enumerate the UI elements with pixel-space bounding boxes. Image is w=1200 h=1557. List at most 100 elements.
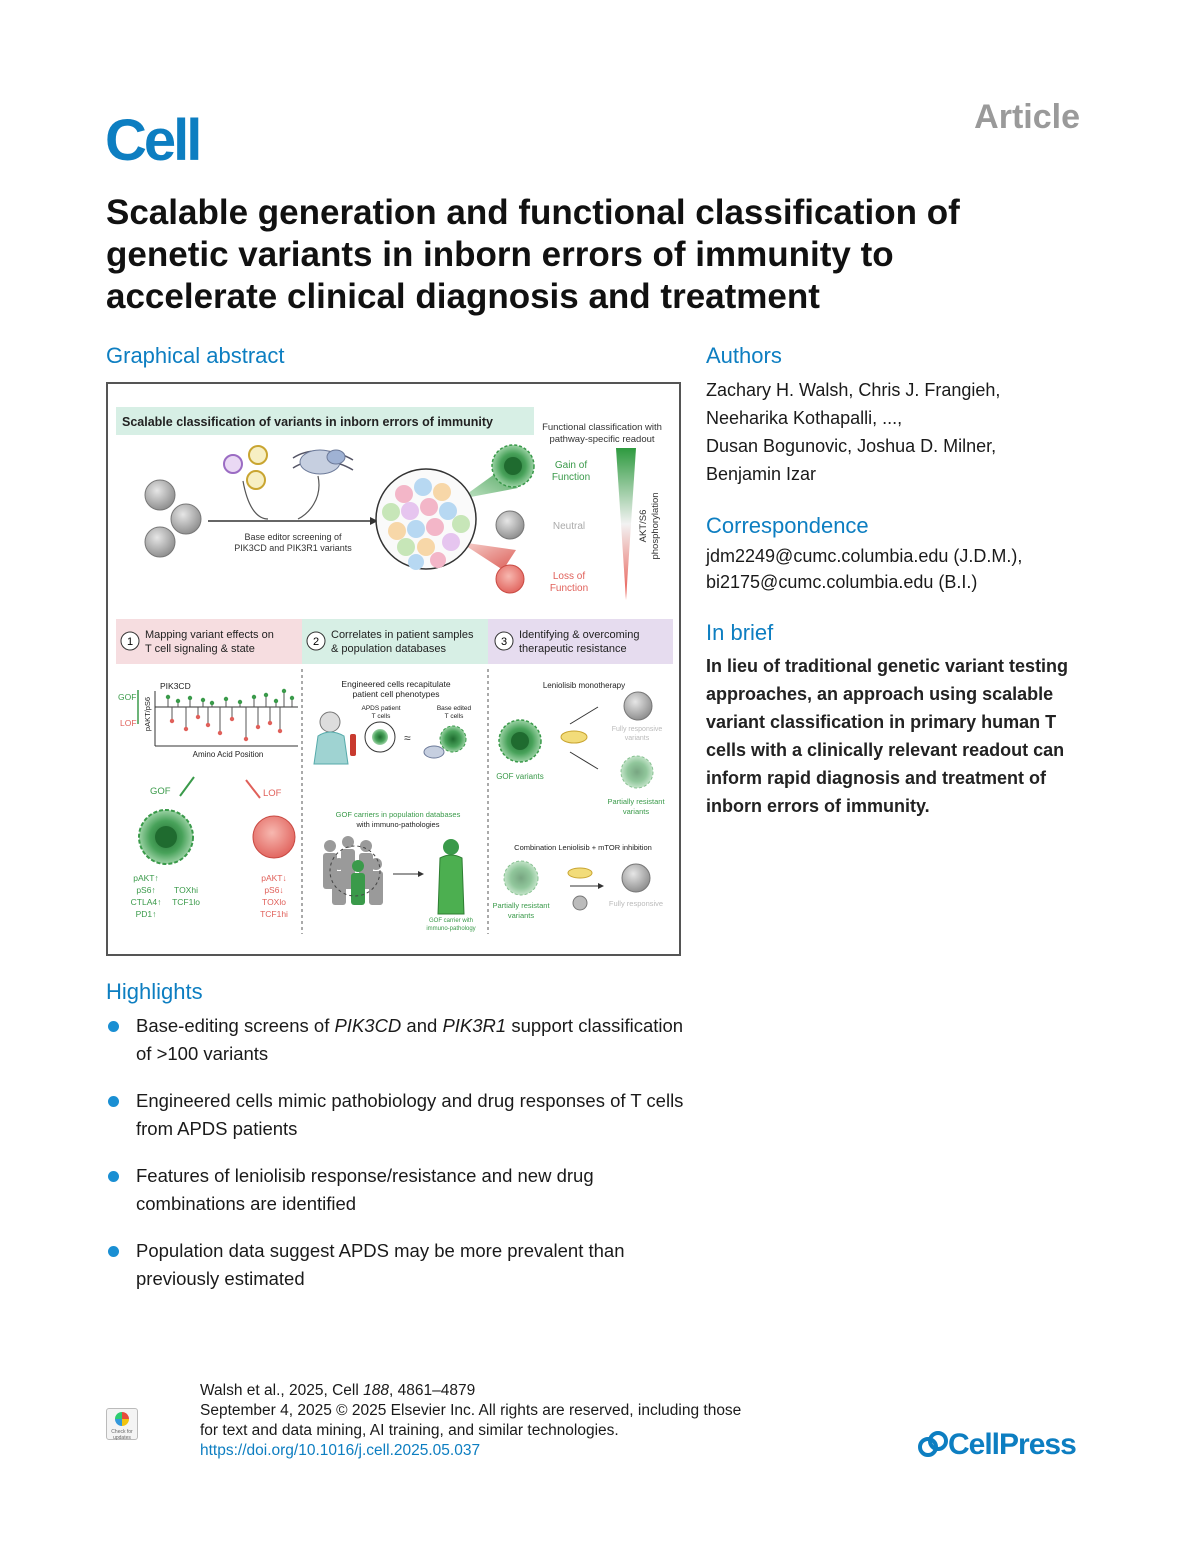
- citation-block: Walsh et al., 2025, Cell 188, 4861–4879 …: [200, 1381, 741, 1461]
- gof-variant-dot: [223, 696, 229, 702]
- gof-variant-dot: [237, 699, 243, 705]
- panel2-number-badge: [306, 631, 326, 651]
- unedited-t-cell: [144, 526, 176, 558]
- panel1-title: T cell signaling & state: [145, 643, 255, 655]
- p1-lof-cell: [252, 815, 296, 859]
- bullet-icon: [108, 1021, 119, 1032]
- p3-fully2-label: Fully responsive: [609, 899, 663, 908]
- gof-marker: CTLA4↑: [131, 897, 162, 907]
- panel3-number-badge: [494, 631, 514, 651]
- gof-cell-icon: [491, 444, 535, 488]
- panel1-number-badge: [120, 631, 140, 651]
- graphical-abstract-figure: Scalable classification of variants in i…: [106, 382, 681, 956]
- p2-carrier-label: GOF carrier with: [429, 918, 473, 924]
- email-link[interactable]: bi2175@cumc.columbia.edu (B.I.): [706, 572, 978, 592]
- panel1-number: 1: [127, 636, 133, 648]
- cellpress-logo: CellPress: [918, 1428, 1077, 1462]
- graphical-abstract-svg: Scalable classification of variants in i…: [116, 407, 673, 934]
- copyright-line: for text and data mining, AI training, a…: [200, 1422, 619, 1439]
- lof-variant-dot: [229, 716, 235, 722]
- p3-gof-cell: [498, 719, 542, 763]
- gof-label: Gain of: [555, 460, 587, 471]
- email-link[interactable]: jdm2249@cumc.columbia.edu (J.D.M.),: [706, 546, 1023, 566]
- p3-arrow-down: [569, 751, 599, 770]
- partially-resistant-cell: [620, 755, 654, 789]
- panel1-header-bg: [116, 619, 302, 664]
- base-editor-icon: [292, 449, 354, 475]
- lentivirus-icon: [223, 445, 268, 490]
- lof-variant-dot: [183, 726, 189, 732]
- lof-variant-dot: [255, 724, 261, 730]
- gof-variant-dot: [187, 695, 193, 701]
- p2-population-label: with immuno-pathologies: [356, 820, 440, 829]
- lof-marker: pAKT↓: [261, 873, 287, 883]
- lof-variant-dot: [267, 720, 273, 726]
- p2-heading: patient cell phenotypes: [353, 689, 440, 699]
- leniolisib-pill: [560, 730, 588, 744]
- highlights-heading: Highlights: [106, 979, 203, 1004]
- lof-variant-dot: [243, 736, 249, 742]
- unedited-t-cell: [144, 479, 176, 511]
- gof-variant-dot: [273, 698, 279, 704]
- gof-variant-dot: [281, 688, 287, 694]
- title-line: accelerate clinical diagnosis and treatm…: [106, 277, 820, 316]
- connector-line: [297, 475, 320, 520]
- lof-variant-dot: [277, 728, 283, 734]
- panel2-title: Correlates in patient samples: [331, 629, 474, 641]
- patient-figure-icon: [313, 711, 356, 765]
- check-updates-icon: [115, 1412, 129, 1426]
- panel2-number: 2: [313, 636, 319, 648]
- arrow-head: [598, 883, 604, 889]
- p1-gof-axis: GOF: [118, 692, 136, 702]
- p3-gof-label: GOF variants: [496, 772, 544, 781]
- carrier-highlight-ring: [329, 845, 381, 897]
- citation-line: Walsh et al., 2025, Cell 188, 4861–4879: [200, 1382, 476, 1399]
- gof-marker-list: pAKT↑pS6↑CTLA4↑PD1↑: [131, 873, 162, 919]
- p3-fully-label: Fully responsive: [612, 726, 663, 733]
- check-for-updates-badge[interactable]: Check for updates: [106, 1408, 138, 1441]
- author-line: Dusan Bogunovic, Joshua D. Milner,: [706, 436, 997, 456]
- correspondence-emails: jdm2249@cumc.columbia.edu (J.D.M.), bi21…: [706, 543, 1022, 595]
- neutral-label: Neutral: [553, 521, 585, 532]
- p3-partial-label: variants: [623, 807, 650, 816]
- banner-title: Scalable classification of variants in i…: [122, 415, 493, 429]
- doi-link[interactable]: https://doi.org/10.1016/j.cell.2025.05.0…: [200, 1442, 481, 1459]
- author-list: Zachary H. Walsh, Chris J. Frangieh, Nee…: [706, 376, 1096, 488]
- article-type-label: Article: [974, 98, 1080, 136]
- gof-marker: PD1↑: [136, 909, 157, 919]
- p1-y-label: pAKT/pS6: [143, 697, 152, 731]
- lof-variant-dot: [195, 714, 201, 720]
- edited-cell-icon: [423, 725, 467, 759]
- title-line: Scalable generation and functional class…: [106, 193, 960, 232]
- p1-gene-label: PIK3CD: [160, 681, 191, 691]
- p3-partial2-label: Partially resistant: [492, 901, 550, 910]
- highlight-item: Population data suggest APDS may be more…: [106, 1237, 696, 1293]
- p1-variant-lollipops: [165, 688, 295, 742]
- gof-state: TOXhi: [174, 885, 198, 895]
- lof-cell-icon: [495, 564, 525, 594]
- p2-carrier-label: immuno-pathology: [426, 926, 475, 932]
- gof-state: TCF1lo: [172, 897, 200, 907]
- author-line: Benjamin Izar: [706, 464, 817, 484]
- paper-title: Scalable generation and functional class…: [106, 192, 1106, 318]
- correspondence-heading: Correspondence: [706, 513, 869, 538]
- highlight-item: Engineered cells mimic pathobiology and …: [106, 1087, 696, 1143]
- p2-patient-label: APDS patient: [361, 705, 400, 712]
- graphical-abstract-heading: Graphical abstract: [106, 343, 285, 368]
- banner-background: [116, 407, 534, 435]
- highlights-list: Base-editing screens of PIK3CD and PIK3R…: [106, 1012, 696, 1312]
- gof-variant-dot: [175, 698, 181, 704]
- title-line: genetic variants in inborn errors of imm…: [106, 235, 894, 274]
- cellpress-mark-icon: [918, 1431, 948, 1457]
- lof-variant-dot: [169, 718, 175, 724]
- copyright-line: September 4, 2025 © 2025 Elsevier Inc. A…: [200, 1402, 742, 1419]
- p1-gof-cell: [138, 809, 194, 865]
- p3-fully-label: variants: [625, 735, 650, 742]
- p3-combo-label: Combination Leniolisib + mTOR inhibition: [514, 843, 652, 852]
- author-line: Zachary H. Walsh, Chris J. Frangieh,: [706, 380, 1001, 400]
- panel3-title: Identifying & overcoming: [519, 629, 639, 641]
- gof-label: Function: [552, 472, 590, 483]
- axis-label: AKT/S6: [638, 510, 649, 543]
- gof-variant-dot: [209, 700, 215, 706]
